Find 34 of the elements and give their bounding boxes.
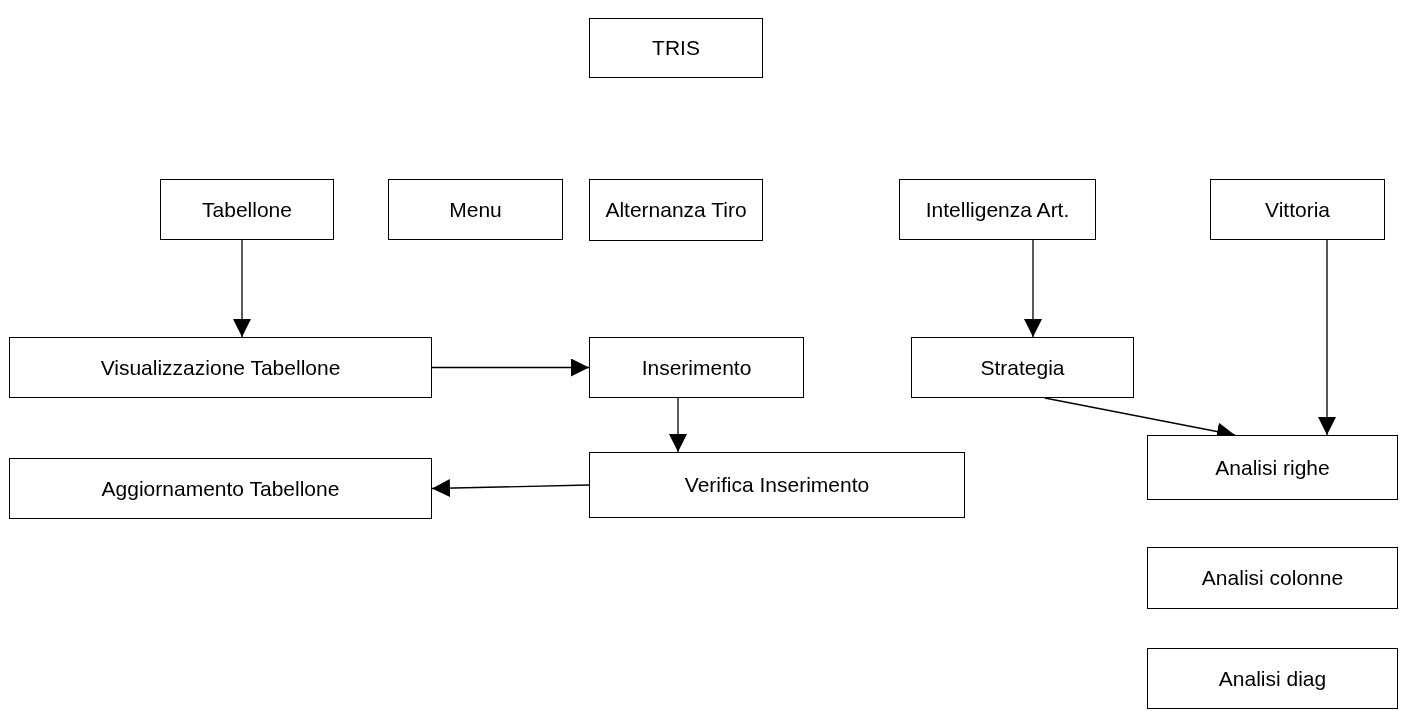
- box-label: Verifica Inserimento: [684, 473, 870, 497]
- arrow: [1318, 239, 1336, 436]
- process-box: [1210, 179, 1385, 240]
- arrow: [233, 239, 251, 338]
- box-label: Inserimento: [641, 355, 752, 380]
- process-box: [388, 179, 563, 240]
- process-box: [1147, 547, 1398, 609]
- process-box: [589, 337, 804, 398]
- arrow: [1024, 239, 1042, 338]
- box-label: Strategia: [980, 355, 1065, 380]
- process-box: [911, 337, 1134, 398]
- box-label: Aggiornamento Tabellone: [101, 476, 340, 501]
- arrow: [431, 479, 590, 498]
- process-box: [9, 337, 432, 398]
- box-label: TRIS: [652, 36, 700, 60]
- box-label: Visualizzazione Tabellone: [100, 355, 341, 380]
- process-box: [1147, 648, 1398, 709]
- arrow: [669, 397, 687, 453]
- box-label: Vittoria: [1265, 197, 1330, 222]
- process-box: [160, 179, 334, 240]
- process-box: [9, 458, 432, 519]
- box-label: Analisi colonne: [1201, 566, 1344, 590]
- box-label: Alternanza Tiro: [605, 198, 747, 222]
- box-label: Tabellone: [202, 197, 292, 222]
- process-box: [899, 179, 1096, 240]
- box-label: Intelligenza Art.: [925, 197, 1070, 222]
- process-box: [589, 452, 965, 518]
- arrow: [431, 358, 590, 377]
- box-label: Analisi diag: [1218, 666, 1327, 691]
- box-label: Analisi righe: [1215, 455, 1330, 480]
- process-box: [1147, 435, 1398, 500]
- box-label: Menu: [449, 197, 502, 222]
- process-box: [589, 18, 763, 78]
- process-box: [589, 179, 763, 241]
